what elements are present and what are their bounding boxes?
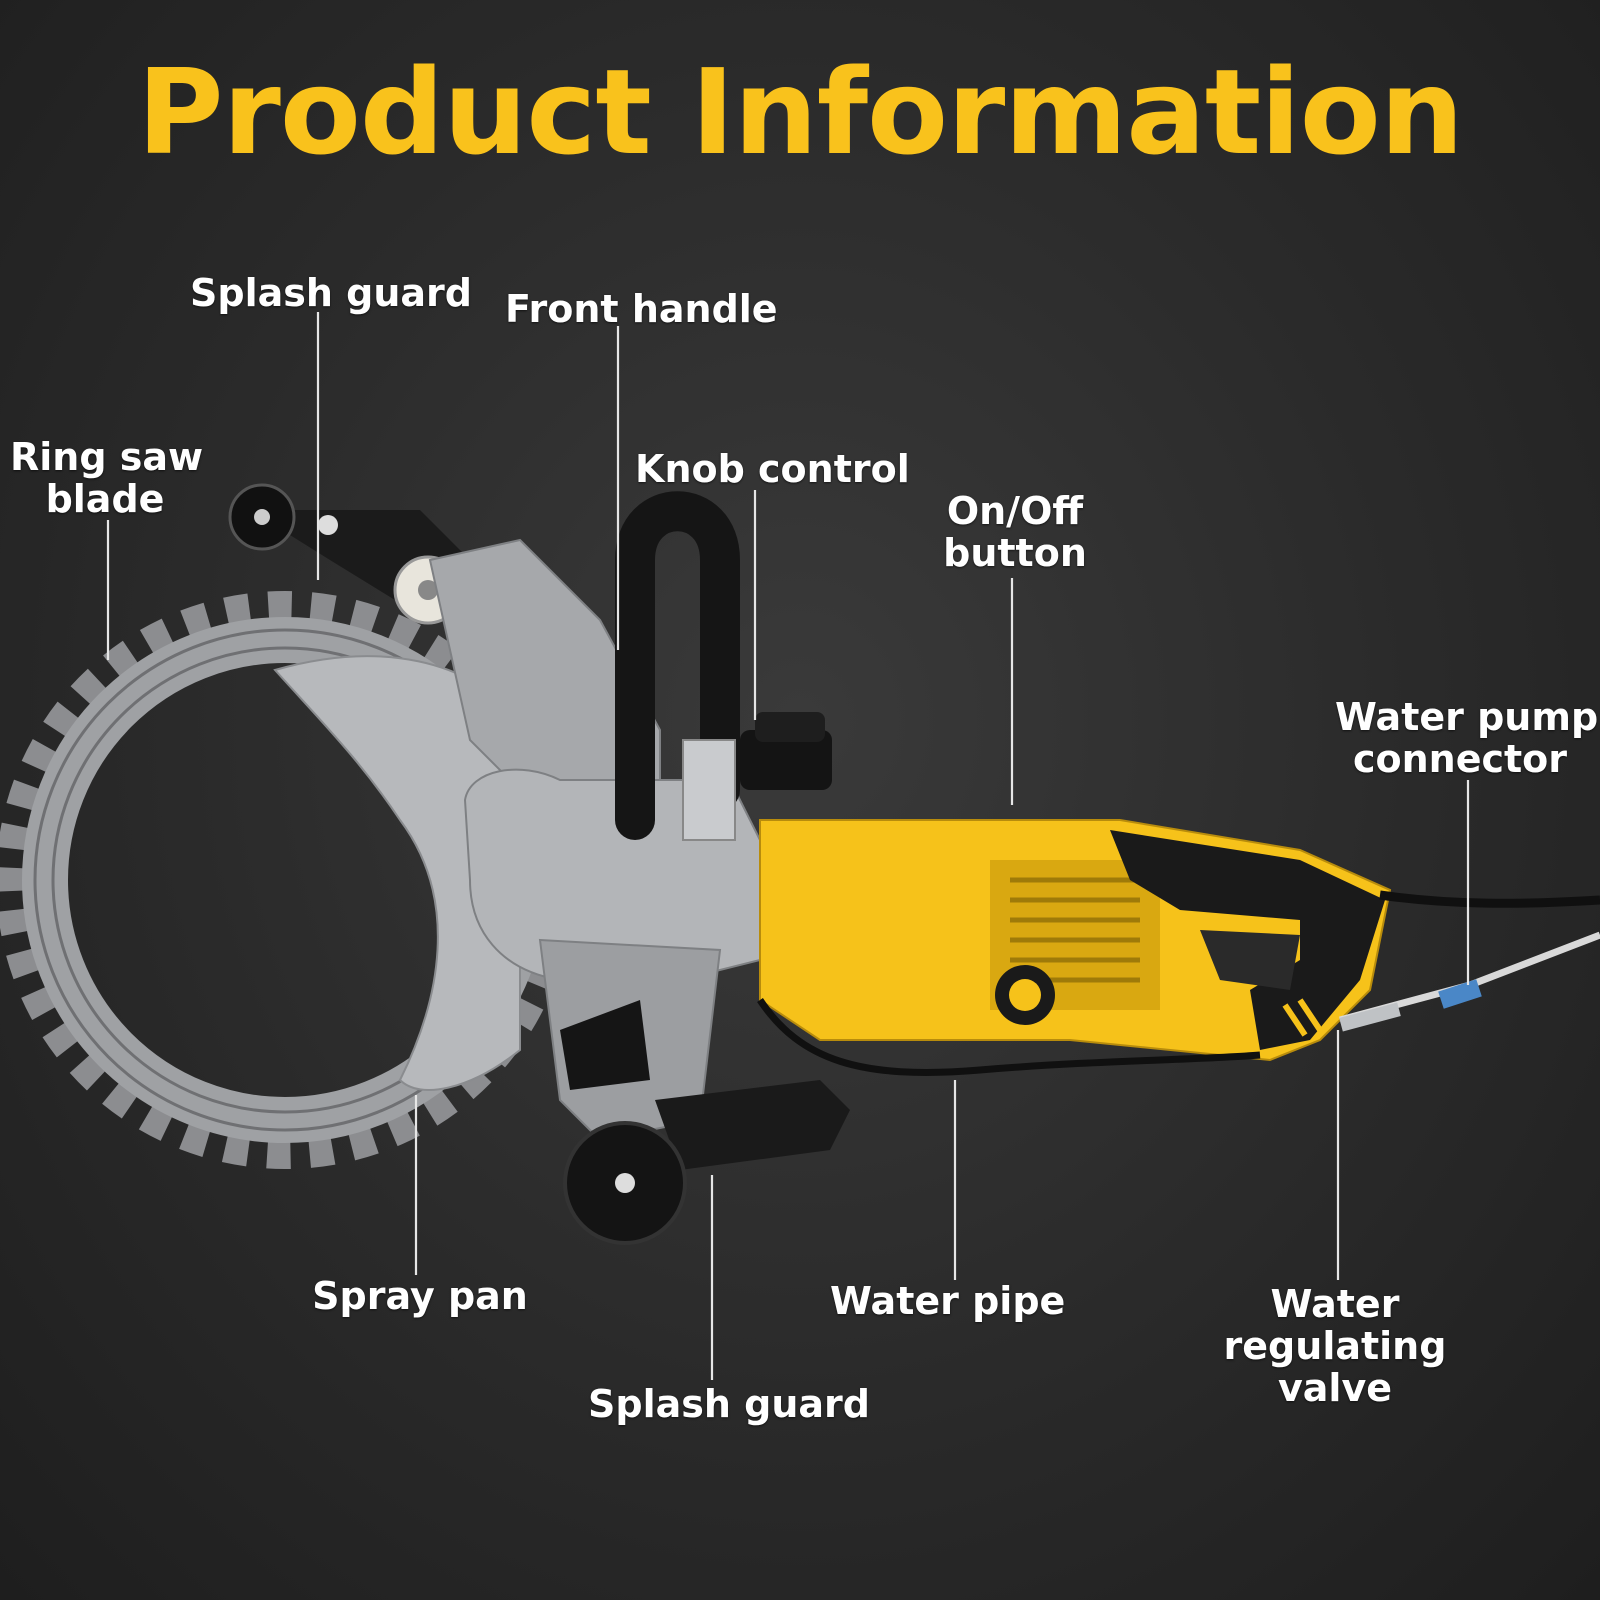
- power-cable: [1379, 890, 1600, 908]
- page-title: Product Information: [137, 43, 1464, 181]
- roller-arm: [228, 483, 470, 625]
- front-handle-graphic: [615, 491, 740, 840]
- motor-body: [759, 819, 1392, 1062]
- drive-plate: [273, 655, 521, 1091]
- label-water-pipe: Water pipe: [830, 1279, 1066, 1323]
- handle-post: [682, 739, 736, 841]
- label-ring-saw-blade: Ring saw blade: [10, 435, 204, 521]
- label-front-handle: Front handle: [505, 287, 778, 331]
- wheel-graphic: [563, 1121, 687, 1245]
- label-spray-pan: Spray pan: [312, 1274, 528, 1318]
- water-pipe-graphic: [757, 998, 1261, 1076]
- label-water-regulating-valve: Water regulating valve: [1223, 1282, 1447, 1410]
- label-splash-guard-top: Splash guard: [190, 271, 472, 315]
- pump-connector-fitting: [1438, 979, 1482, 1009]
- regulating-valve-fitting: [1339, 1002, 1401, 1032]
- label-knob-control: Knob control: [635, 447, 910, 491]
- spray-pan-graphic: [560, 1000, 850, 1170]
- label-splash-guard-bottom: Splash guard: [588, 1382, 870, 1426]
- label-water-pump-connector: Water pump connector: [1335, 695, 1599, 781]
- label-on-off-button: On/Off button: [943, 489, 1087, 575]
- knob-control-graphic: [740, 712, 832, 790]
